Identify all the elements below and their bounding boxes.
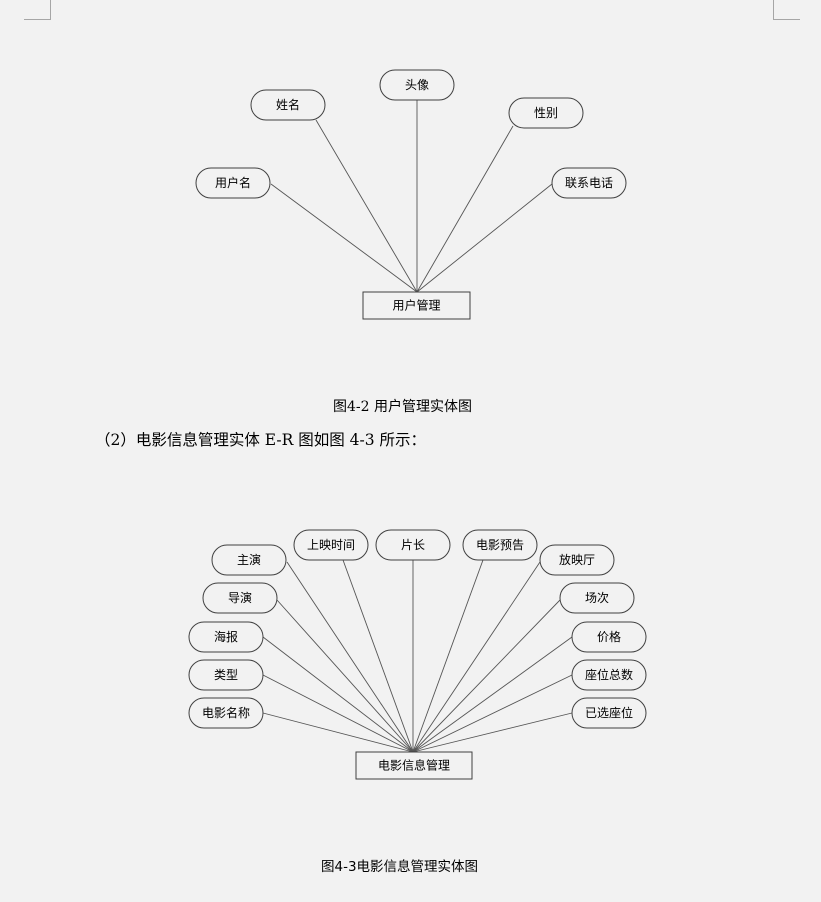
body-paragraph: （2）电影信息管理实体 E-R 图如图 4-3 所示： <box>95 431 427 449</box>
page-corner-mark-right <box>773 0 800 20</box>
attribute-node: 姓名 <box>250 89 326 121</box>
attribute-label: 导演 <box>228 590 252 605</box>
attribute-ellipse <box>211 544 287 576</box>
entity-label: 用户管理 <box>392 298 440 313</box>
attribute-label: 姓名 <box>276 97 300 112</box>
relationship-line <box>412 599 561 753</box>
attribute-ellipse <box>559 582 635 614</box>
attribute-node: 用户名 <box>195 167 271 199</box>
attribute-ellipse <box>375 529 451 561</box>
attribute-node: 放映厅 <box>539 544 615 576</box>
relationship-line <box>412 561 541 753</box>
attribute-ellipse <box>202 582 278 614</box>
relationship-line <box>315 119 418 293</box>
attribute-node: 已选座位 <box>571 697 647 729</box>
attribute-node: 价格 <box>571 621 647 653</box>
figure-4-2-caption: 图4-2 用户管理实体图 <box>333 399 472 415</box>
entity-box <box>362 291 471 320</box>
attribute-ellipse <box>571 621 647 653</box>
attribute-label: 头像 <box>405 78 429 92</box>
attribute-ellipse <box>188 621 264 653</box>
entity-node: 用户管理 <box>362 291 471 320</box>
attribute-label: 类型 <box>214 668 238 682</box>
relationship-line <box>262 712 414 753</box>
page-corner-mark-left <box>24 0 51 20</box>
attribute-ellipse <box>508 97 584 129</box>
attribute-label: 已选座位 <box>585 705 633 720</box>
attribute-node: 上映时间 <box>293 529 369 561</box>
attribute-ellipse <box>188 697 264 729</box>
attribute-label: 片长 <box>401 538 425 552</box>
attribute-node: 类型 <box>188 659 264 691</box>
relationship-line <box>412 559 484 753</box>
relationship-line <box>262 674 414 753</box>
attribute-label: 放映厅 <box>559 552 595 567</box>
relationship-line <box>412 712 573 753</box>
attribute-node: 片长 <box>375 529 451 561</box>
attribute-node: 性别 <box>508 97 584 129</box>
relationship-line <box>270 183 418 293</box>
attribute-ellipse <box>379 69 455 101</box>
figure-4-3-caption: 图4-3电影信息管理实体图 <box>321 859 479 875</box>
attribute-label: 场次 <box>585 591 609 605</box>
attribute-ellipse <box>571 697 647 729</box>
attribute-label: 联系电话 <box>565 176 613 190</box>
attribute-label: 主演 <box>237 552 261 567</box>
attribute-label: 性别 <box>534 106 558 120</box>
attribute-label: 上映时间 <box>307 538 355 552</box>
attribute-node: 头像 <box>379 69 455 101</box>
attribute-label: 价格 <box>597 629 621 644</box>
attribute-node: 场次 <box>559 582 635 614</box>
relationship-line <box>412 674 573 753</box>
attribute-node: 联系电话 <box>551 167 627 199</box>
attribute-ellipse <box>551 167 627 199</box>
entity-node: 电影信息管理 <box>355 751 473 780</box>
relationship-line <box>416 125 514 293</box>
attribute-node: 海报 <box>188 621 264 653</box>
attribute-ellipse <box>293 529 369 561</box>
relationship-line <box>276 599 414 753</box>
relationship-line <box>286 561 414 753</box>
relationship-line <box>342 559 414 753</box>
relationship-line <box>416 183 553 293</box>
attribute-node: 座位总数 <box>571 659 647 691</box>
attribute-node: 电影名称 <box>188 697 264 729</box>
attribute-ellipse <box>250 89 326 121</box>
attribute-node: 电影预告 <box>462 529 538 561</box>
attribute-label: 座位总数 <box>585 667 633 682</box>
attribute-node: 主演 <box>211 544 287 576</box>
attribute-label: 电影名称 <box>202 705 250 720</box>
attribute-ellipse <box>571 659 647 691</box>
relationship-line <box>412 636 573 753</box>
attribute-ellipse <box>539 544 615 576</box>
attribute-label: 海报 <box>214 629 238 644</box>
relationship-line <box>262 636 414 753</box>
attribute-ellipse <box>195 167 271 199</box>
attribute-ellipse <box>188 659 264 691</box>
entity-box <box>355 751 473 780</box>
entity-label: 电影信息管理 <box>378 758 450 773</box>
attribute-ellipse <box>462 529 538 561</box>
attribute-label: 电影预告 <box>476 538 524 552</box>
attribute-label: 用户名 <box>215 175 251 190</box>
attribute-node: 导演 <box>202 582 278 614</box>
